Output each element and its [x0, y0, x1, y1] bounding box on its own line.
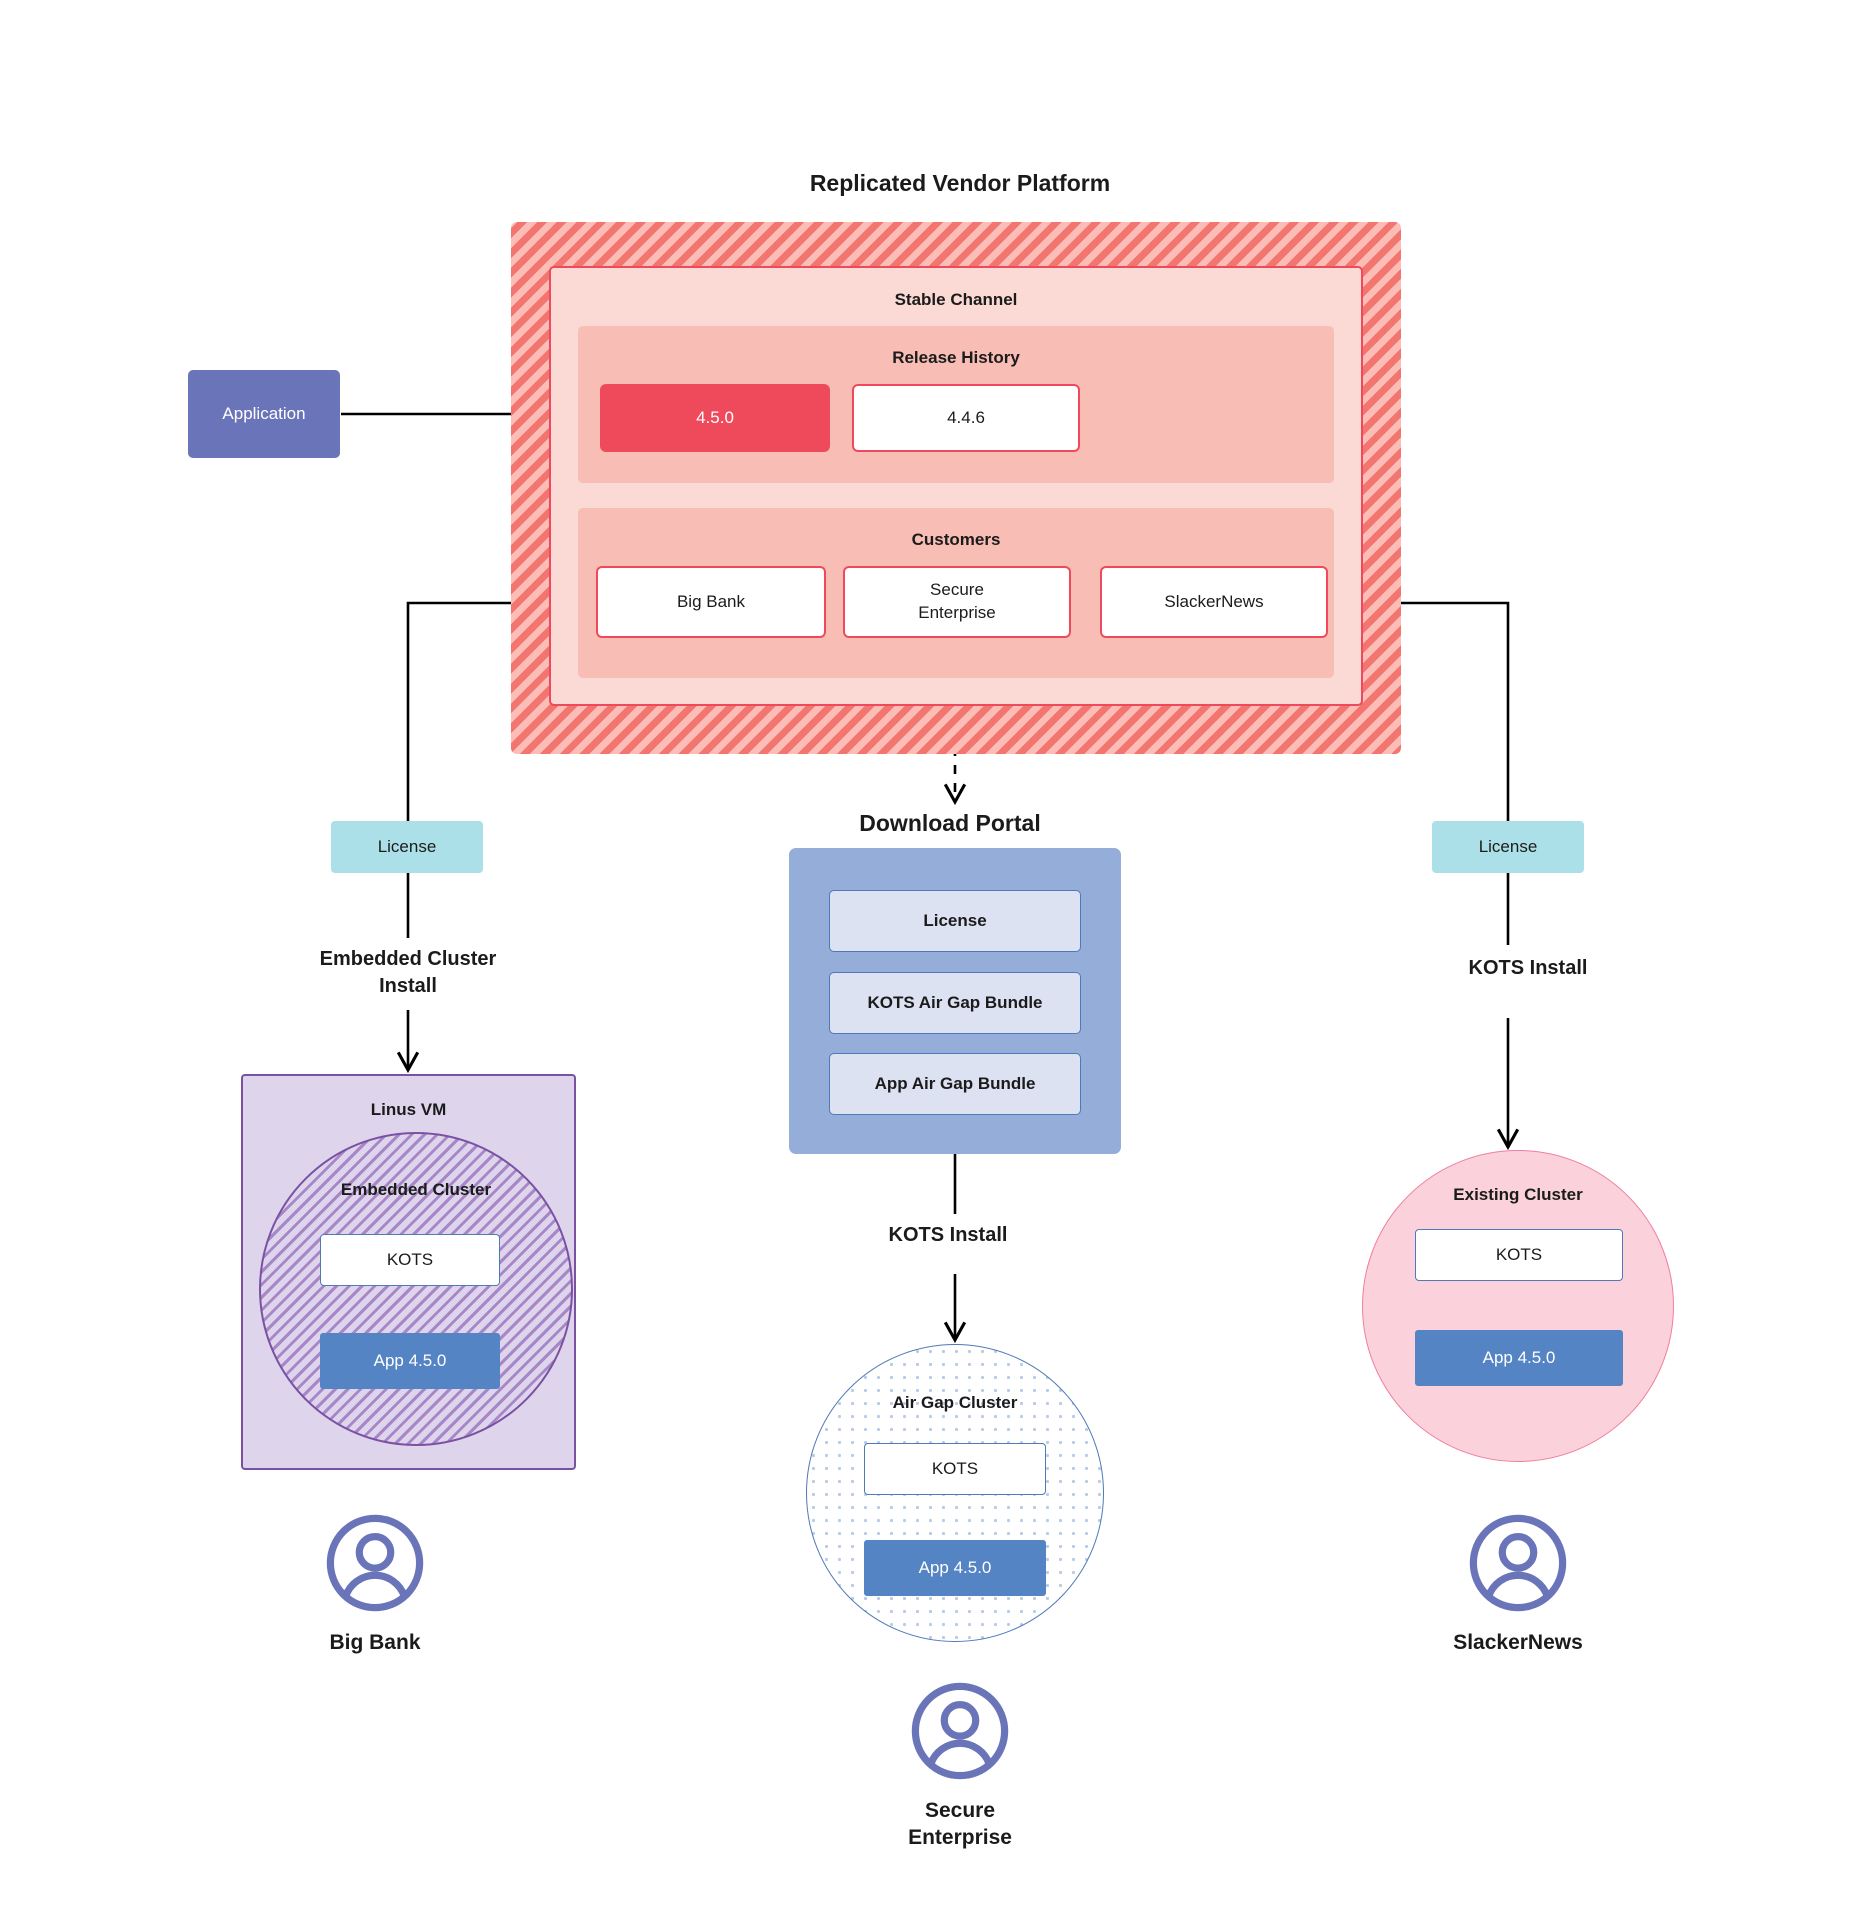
- customer-slackernews[interactable]: SlackerNews: [1100, 566, 1328, 638]
- persona-slackernews: SlackerNews: [1428, 1512, 1608, 1656]
- release-item-active[interactable]: 4.5.0: [600, 384, 830, 452]
- page-title: Replicated Vendor Platform: [809, 170, 1111, 196]
- persona-big-bank: Big Bank: [285, 1512, 465, 1656]
- persona-label: Secure Enterprise: [908, 1799, 1012, 1850]
- user-avatar-icon: [1467, 1514, 1569, 1618]
- edge-label-embedded-cluster-install: Embedded Cluster Install: [319, 948, 497, 997]
- portal-item-app-air-gap-bundle[interactable]: App Air Gap Bundle: [829, 1053, 1081, 1115]
- application-node[interactable]: Application: [188, 370, 340, 458]
- existing-cluster-kots-box[interactable]: KOTS: [1415, 1229, 1623, 1281]
- persona-label: SlackerNews: [1453, 1631, 1583, 1654]
- embedded-cluster-circle: [259, 1132, 573, 1446]
- release-history-title: Release History: [892, 348, 1020, 367]
- air-gap-cluster-app-box[interactable]: App 4.5.0: [864, 1540, 1046, 1596]
- license-chip-left[interactable]: License: [331, 821, 483, 873]
- air-gap-cluster-kots-box[interactable]: KOTS: [864, 1443, 1046, 1495]
- user-avatar-icon: [909, 1682, 1011, 1786]
- stable-channel-title: Stable Channel: [894, 290, 1018, 309]
- license-chip-right[interactable]: License: [1432, 821, 1584, 873]
- air-gap-cluster-title: Air Gap Cluster: [892, 1393, 1018, 1412]
- embedded-cluster-title: Embedded Cluster: [340, 1180, 492, 1199]
- embedded-cluster-kots-box[interactable]: KOTS: [320, 1234, 500, 1286]
- customers-title: Customers: [911, 530, 1001, 549]
- linus-vm-title: Linus VM: [370, 1100, 447, 1119]
- persona-secure-enterprise: Secure Enterprise: [870, 1680, 1050, 1852]
- customer-big-bank[interactable]: Big Bank: [596, 566, 826, 638]
- embedded-cluster-app-box[interactable]: App 4.5.0: [320, 1333, 500, 1389]
- release-item-previous[interactable]: 4.4.6: [852, 384, 1080, 452]
- existing-cluster-title: Existing Cluster: [1453, 1185, 1583, 1204]
- existing-cluster-circle: [1362, 1150, 1674, 1462]
- persona-label: Big Bank: [329, 1631, 421, 1654]
- existing-cluster-app-box[interactable]: App 4.5.0: [1415, 1330, 1623, 1386]
- portal-item-kots-air-gap-bundle[interactable]: KOTS Air Gap Bundle: [829, 972, 1081, 1034]
- download-portal-title: Download Portal: [859, 810, 1041, 836]
- customer-secure-enterprise[interactable]: Secure Enterprise: [843, 566, 1071, 638]
- portal-item-license[interactable]: License: [829, 890, 1081, 952]
- user-avatar-icon: [324, 1514, 426, 1618]
- edge-label-kots-install-middle: KOTS Install: [888, 1224, 1008, 1246]
- edge-label-kots-install-right: KOTS Install: [1468, 957, 1588, 979]
